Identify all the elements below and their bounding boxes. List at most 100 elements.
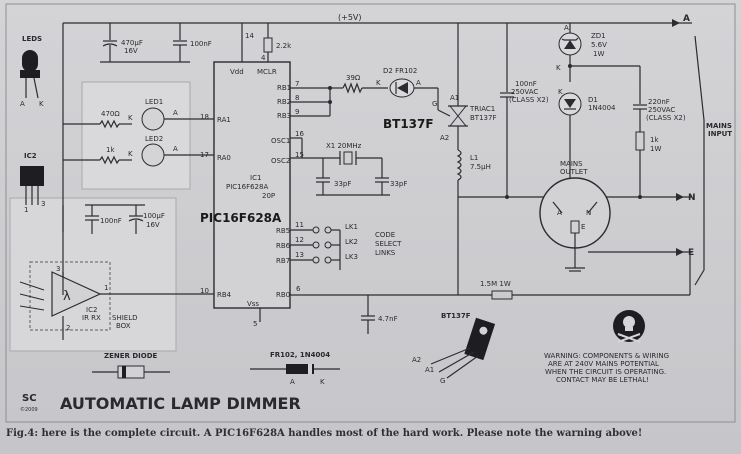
resistor-2k2-label: 2.2k: [276, 42, 292, 50]
mains-outlet: A N E MAINS OUTLET: [539, 160, 611, 272]
svg-text:K: K: [320, 378, 325, 386]
svg-text:8: 8: [295, 94, 299, 102]
capacitor-100nf-top: 100nF: [173, 23, 212, 62]
svg-text:OUTLET: OUTLET: [560, 168, 588, 176]
svg-text:©2009: ©2009: [20, 406, 38, 413]
svg-text:Vss: Vss: [247, 300, 259, 308]
ic1-overlay-label: PIC16F628A: [200, 211, 282, 225]
svg-text:N: N: [586, 209, 591, 217]
svg-text:A2: A2: [440, 134, 449, 142]
code-select-links: LK1 LK2 LK3 CODE SELECT LINKS: [290, 223, 402, 270]
gate-drive-network: 39Ω K A D2 FR102 G: [290, 67, 451, 117]
triac-bt137f: A1 A2 TRIAC1 BT137F: [440, 23, 496, 150]
svg-text:L1: L1: [470, 154, 478, 162]
svg-text:16V: 16V: [124, 47, 138, 55]
svg-text:BOX: BOX: [116, 322, 131, 330]
sc-logo: SC: [22, 393, 37, 404]
svg-text:9: 9: [295, 108, 299, 116]
svg-text:1: 1: [104, 284, 108, 292]
terminal-a-label: A: [683, 14, 690, 24]
supply-label: (+5V): [338, 13, 362, 22]
svg-text:13: 13: [295, 251, 304, 259]
svg-text:18: 18: [200, 113, 209, 121]
svg-text:250VAC: 250VAC: [648, 106, 675, 114]
svg-text:RA1: RA1: [217, 116, 231, 124]
zero-cross-resistor: 1.5M 1W 4.7nF: [290, 252, 691, 334]
led-highlight-box: [81, 81, 191, 190]
svg-text:3: 3: [41, 200, 45, 208]
ir-receiver-highlight-box: [9, 197, 177, 352]
svg-text:ARE AT 240V MAINS POTENTIAL: ARE AT 240V MAINS POTENTIAL: [548, 360, 659, 368]
svg-text:K: K: [376, 79, 381, 87]
svg-text:33pF: 33pF: [390, 180, 407, 188]
svg-text:A: A: [290, 378, 295, 386]
svg-text:7: 7: [295, 80, 299, 88]
svg-text:CONTACT MAY BE LETHAL!: CONTACT MAY BE LETHAL!: [556, 376, 649, 384]
ic1-microcontroller: 2.2k 14 4 Vdd MCLR RB1 RB2 RB3 RA1 OSC1 …: [200, 23, 304, 328]
resistor-1k-1w: 1k 1W: [635, 131, 661, 197]
svg-text:E: E: [688, 248, 694, 258]
svg-text:IC1: IC1: [250, 174, 261, 182]
title-block: SC ©2009 AUTOMATIC LAMP DIMMER: [20, 393, 301, 413]
svg-text:220nF: 220nF: [648, 98, 670, 106]
svg-text:RB0: RB0: [276, 291, 290, 299]
svg-text:K: K: [128, 150, 133, 158]
svg-text:FR102, 1N4004: FR102, 1N4004: [270, 351, 330, 359]
svg-text:1W: 1W: [650, 145, 661, 153]
svg-text:K: K: [39, 100, 44, 108]
mains-input-bracket: [694, 35, 705, 286]
svg-text:WHEN THE CIRCUIT IS OPERATING.: WHEN THE CIRCUIT IS OPERATING.: [545, 368, 666, 376]
svg-text:RB2: RB2: [277, 98, 291, 106]
svg-text:RA0: RA0: [217, 154, 231, 162]
svg-text:X1 20MHz: X1 20MHz: [326, 142, 362, 150]
svg-text:CODE: CODE: [375, 231, 395, 239]
svg-text:RB6: RB6: [276, 242, 291, 250]
svg-text:A: A: [20, 100, 25, 108]
svg-text:ZD1: ZD1: [591, 32, 606, 40]
svg-text:6: 6: [296, 285, 301, 293]
svg-text:λ: λ: [63, 289, 71, 304]
diode-d1: D1 1N4004 K: [558, 88, 616, 197]
svg-text:11: 11: [295, 221, 304, 229]
warning-block: WARNING: COMPONENTS & WIRING ARE AT 240V…: [544, 310, 669, 384]
svg-text:100nF: 100nF: [190, 40, 212, 48]
svg-text:LEDS: LEDS: [22, 35, 42, 43]
svg-text:A2: A2: [412, 356, 421, 364]
svg-text:D1: D1: [588, 96, 598, 104]
svg-text:A: A: [564, 24, 569, 32]
positive-rail: (+5V) A: [62, 13, 692, 295]
svg-text:RB4: RB4: [217, 291, 232, 299]
svg-text:470µF: 470µF: [121, 39, 143, 47]
svg-text:LINKS: LINKS: [375, 249, 396, 257]
svg-text:7.5µH: 7.5µH: [470, 163, 491, 171]
svg-text:K: K: [128, 114, 133, 122]
svg-text:LK2: LK2: [345, 238, 358, 246]
svg-text:N: N: [688, 193, 696, 203]
svg-text:TRIAC1: TRIAC1: [469, 105, 495, 113]
svg-text:39Ω: 39Ω: [346, 74, 361, 82]
svg-text:G: G: [432, 100, 437, 108]
led-pinout-legend: LEDS A K: [20, 35, 44, 108]
svg-text:SHIELD: SHIELD: [112, 314, 137, 322]
svg-text:(CLASS X2): (CLASS X2): [509, 96, 549, 104]
svg-text:15: 15: [295, 151, 304, 159]
svg-text:1.5M 1W: 1.5M 1W: [480, 280, 511, 288]
svg-text:A: A: [173, 109, 178, 117]
svg-text:BT137F: BT137F: [470, 114, 496, 122]
diagram-frame: [5, 3, 736, 423]
svg-text:(CLASS X2): (CLASS X2): [646, 114, 686, 122]
inductor-l1: L1 7.5µH: [456, 149, 552, 198]
svg-text:100nF: 100nF: [515, 80, 537, 88]
svg-text:4: 4: [261, 54, 266, 62]
svg-text:3: 3: [56, 265, 60, 273]
svg-text:A1: A1: [450, 94, 459, 102]
mains-input-label-2: INPUT: [708, 130, 732, 138]
svg-text:16V: 16V: [146, 221, 160, 229]
bt137f-legend: BT137F A2 A1 G: [412, 312, 496, 385]
zener-diode-legend: ZENER DIODE: [92, 352, 170, 379]
svg-text:WARNING: COMPONENTS & WIRING: WARNING: COMPONENTS & WIRING: [544, 352, 669, 360]
led-section: 470Ω K LED1 A 1k K LED2 A: [63, 98, 214, 167]
capacitor-100nf-x2: 100nF 250VAC (CLASS X2): [500, 23, 549, 199]
